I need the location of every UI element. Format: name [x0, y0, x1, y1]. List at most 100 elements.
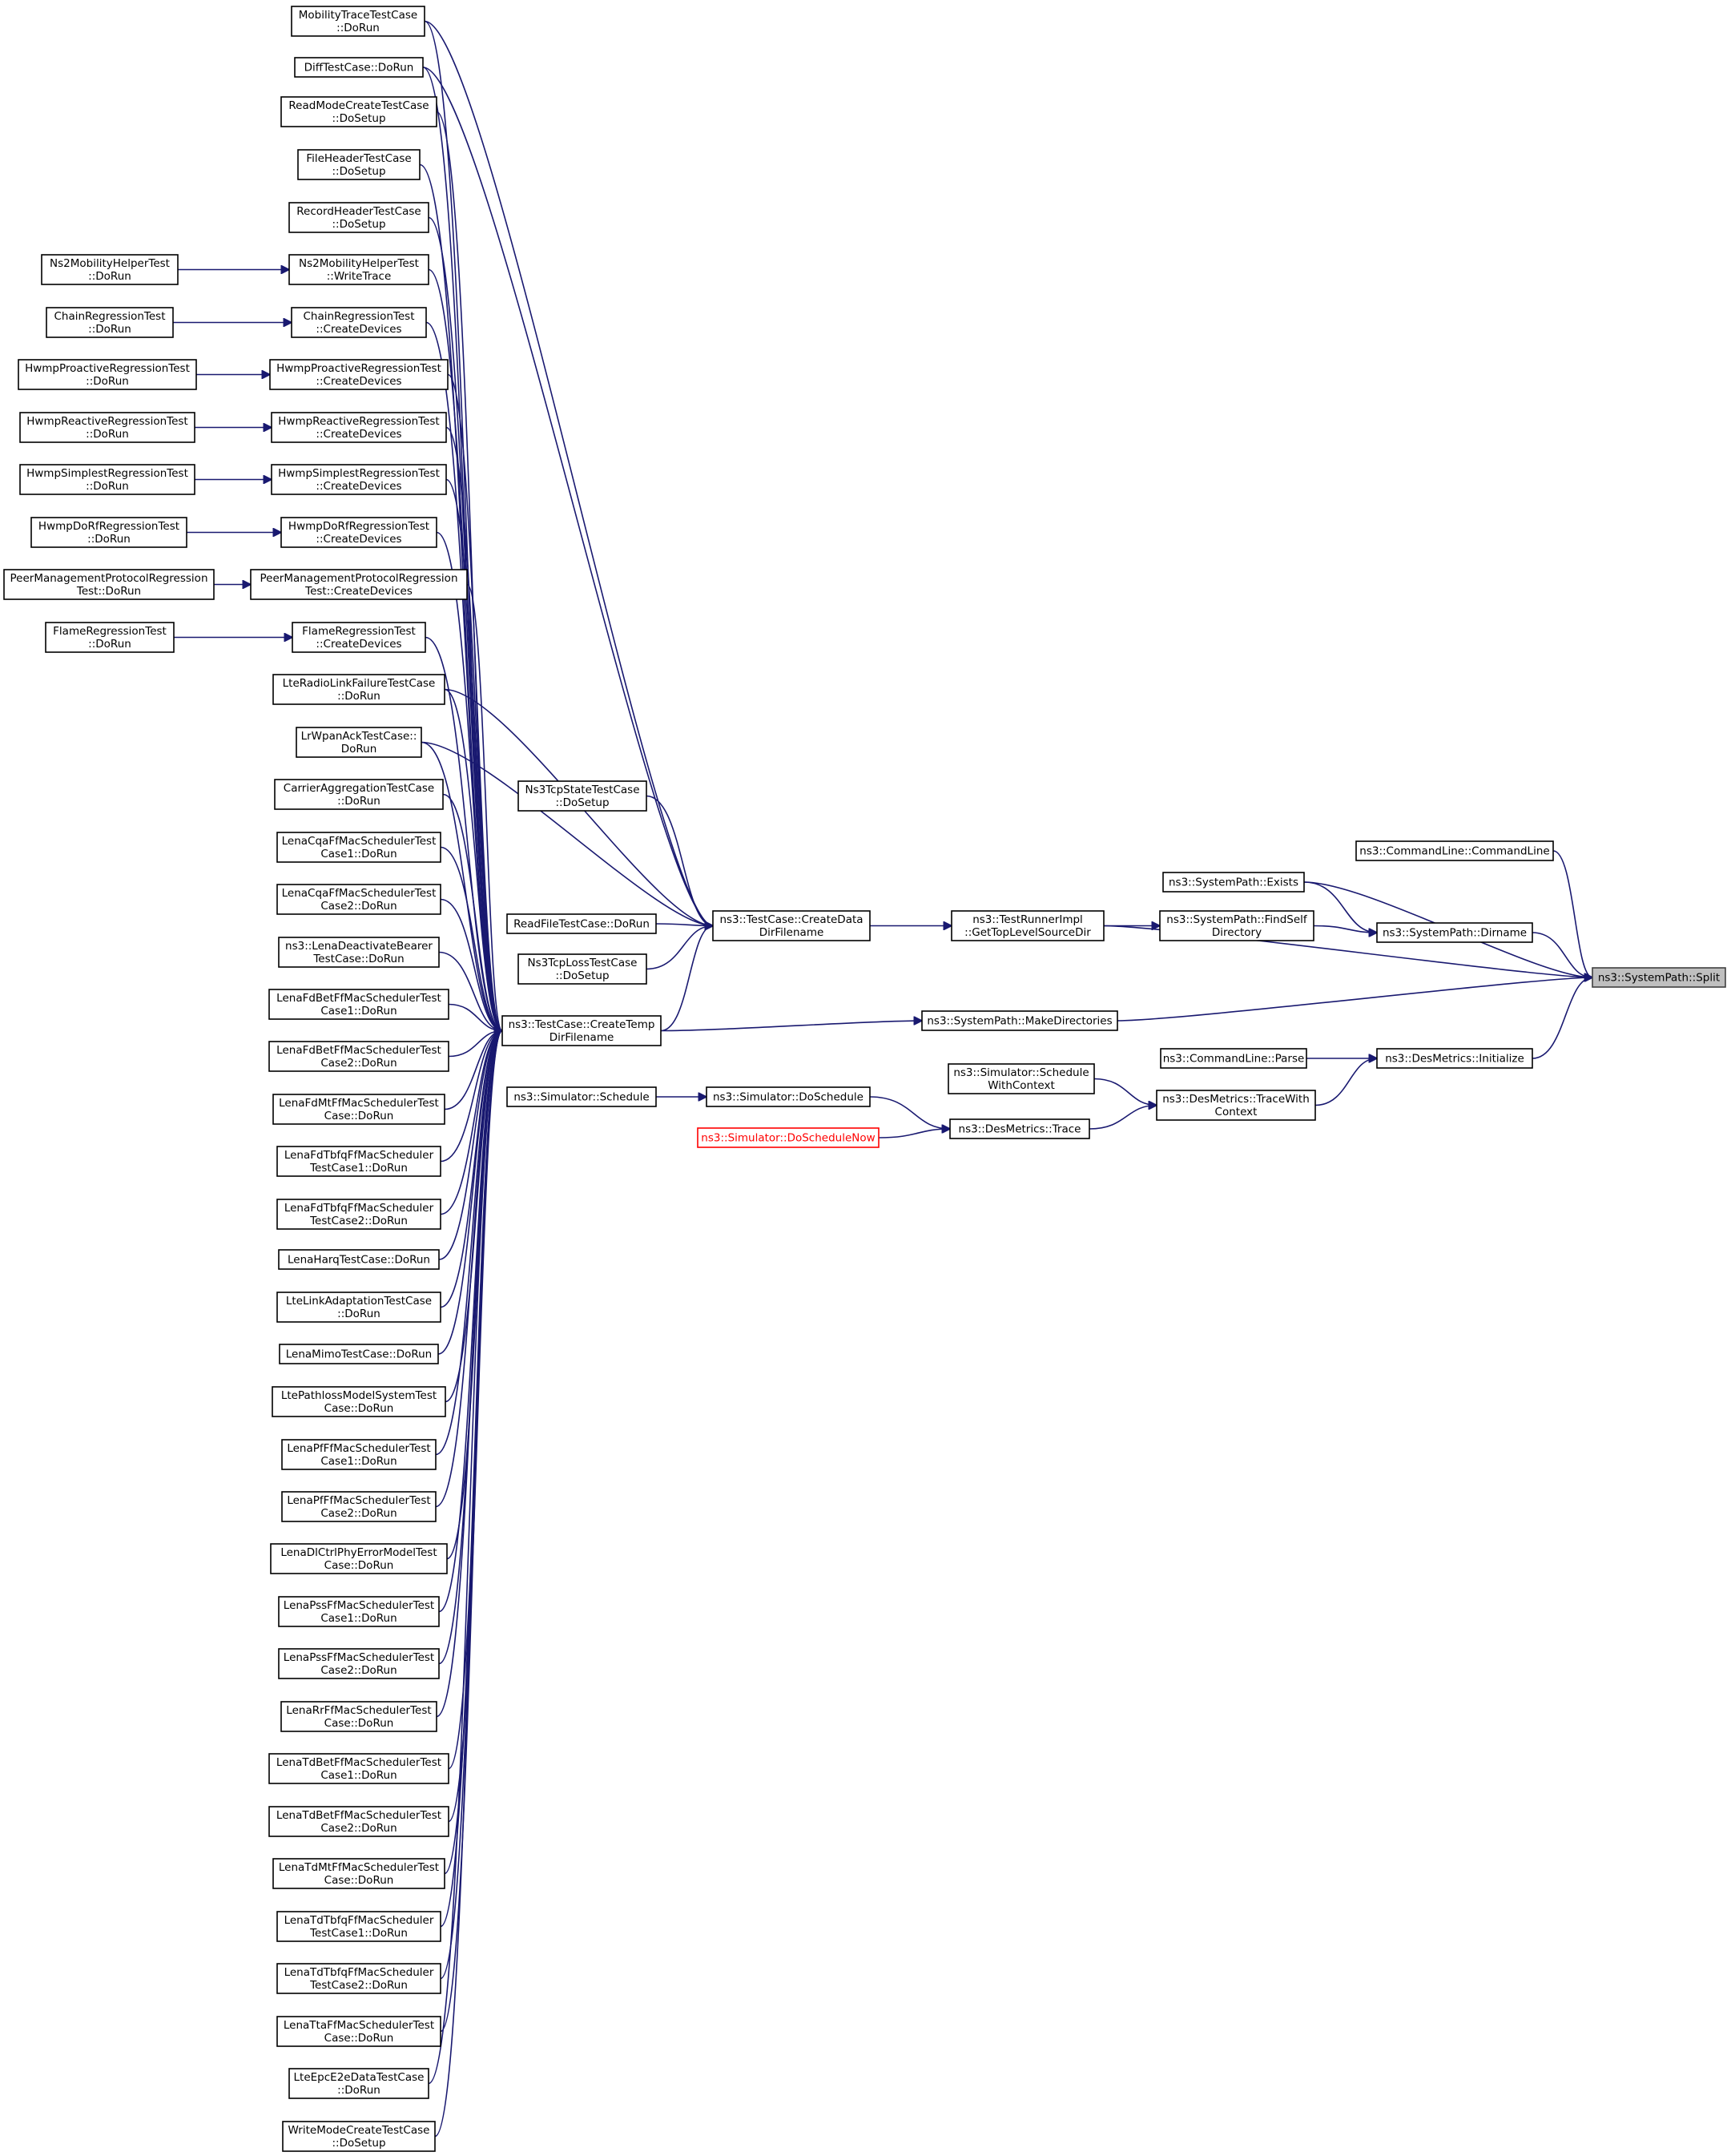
node-box — [291, 6, 425, 37]
node-label: TestCase1::DoRun — [309, 1927, 408, 1940]
node-hdcd[interactable]: HwmpDoRfRegressionTest::CreateDevices — [280, 517, 437, 548]
node-harq[interactable]: LenaHarqTestCase::DoRun — [278, 1249, 440, 1270]
node-lterlf[interactable]: LteRadioLinkFailureTestCase::DoRun — [272, 674, 445, 705]
node-ltelink[interactable]: LteLinkAdaptationTestCase::DoRun — [276, 1292, 441, 1323]
node-label: PeerManagementProtocolRegression — [260, 572, 458, 585]
node-makedirs[interactable]: ns3::SystemPath::MakeDirectories — [921, 1010, 1118, 1031]
node-label: Case2::DoRun — [320, 1507, 397, 1520]
edge-lrwpan-to-createdata — [421, 741, 713, 926]
node-label: ::DoRun — [337, 2084, 380, 2097]
node-label: ::DoSetup — [555, 969, 609, 982]
node-label: ns3::CommandLine::Parse — [1163, 1053, 1305, 1066]
node-hddr[interactable]: HwmpDoRfRegressionTest::DoRun — [30, 517, 187, 548]
node-label: LrWpanAckTestCase:: — [301, 730, 417, 743]
node-box — [272, 1386, 446, 1417]
node-label: LenaCqaFfMacSchedulerTest — [282, 835, 437, 848]
node-cmdline[interactable]: ns3::CommandLine::CommandLine — [1355, 840, 1554, 861]
node-label: Case::DoRun — [324, 1717, 394, 1730]
node-dirname[interactable]: ns3::SystemPath::Dirname — [1376, 922, 1533, 943]
node-hpcd[interactable]: HwmpProactiveRegressionTest::CreateDevic… — [269, 359, 449, 390]
node-hrcd[interactable]: HwmpReactiveRegressionTest::CreateDevice… — [271, 412, 447, 443]
node-box — [288, 202, 429, 233]
node-label: Case1::DoRun — [320, 1769, 397, 1782]
node-label: LteRadioLinkFailureTestCase — [283, 677, 436, 690]
node-lrwpan[interactable]: LrWpanAckTestCase::DoRun — [296, 727, 422, 758]
node-readfile[interactable]: ReadFileTestCase::DoRun — [506, 913, 657, 934]
node-chaincd[interactable]: ChainRegressionTest::CreateDevices — [291, 307, 427, 338]
node-ns2wt[interactable]: Ns2MobilityHelperTest::WriteTrace — [288, 254, 429, 285]
node-mobtrace[interactable]: MobilityTraceTestCase::DoRun — [291, 6, 425, 37]
edge-gettop-to-split — [1103, 925, 1592, 978]
node-label: Ns2MobilityHelperTest — [50, 257, 170, 270]
node-box — [269, 359, 449, 390]
node-carrier[interactable]: CarrierAggregationTestCase::DoRun — [274, 779, 444, 810]
node-dosched[interactable]: ns3::Simulator::DoSchedule — [706, 1086, 871, 1107]
node-trace[interactable]: ns3::DesMetrics::Trace — [949, 1118, 1090, 1139]
node-chaindr[interactable]: ChainRegressionTest::DoRun — [46, 307, 174, 338]
edge-createtemp-to-createdata — [660, 926, 713, 1032]
node-fldr[interactable]: FlameRegressionTest::DoRun — [45, 622, 175, 653]
node-tcpstate[interactable]: Ns3TcpStateTestCase::DoSetup — [517, 780, 647, 812]
node-box — [268, 1041, 449, 1072]
node-doschednow[interactable]: ns3::Simulator::DoScheduleNow — [697, 1127, 880, 1148]
node-mimo[interactable]: LenaMimoTestCase::DoRun — [279, 1344, 439, 1364]
edge-makedirs-to-split — [1117, 977, 1592, 1022]
node-box — [46, 307, 174, 338]
node-pmcd[interactable]: PeerManagementProtocolRegressionTest::Cr… — [250, 569, 468, 600]
node-rechdr[interactable]: RecordHeaderTestCase::DoSetup — [288, 202, 429, 233]
node-tcploss[interactable]: Ns3TcpLossTestCase::DoSetup — [517, 953, 647, 985]
node-pmdr[interactable]: PeerManagementProtocolRegressionTest::Do… — [3, 569, 215, 600]
node-label: Directory — [1212, 926, 1262, 939]
node-ns2dr[interactable]: Ns2MobilityHelperTest::DoRun — [41, 254, 179, 285]
node-gettop[interactable]: ns3::TestRunnerImpl::GetTopLevelSourceDi… — [951, 910, 1105, 941]
node-split[interactable]: ns3::SystemPath::Split — [1592, 967, 1726, 988]
node-parse[interactable]: ns3::CommandLine::Parse — [1160, 1048, 1307, 1069]
node-label: DirFilename — [549, 1031, 614, 1044]
node-box — [278, 937, 440, 968]
node-label: LenaTdMtFfMacSchedulerTest — [279, 1861, 439, 1874]
node-epc[interactable]: LteEpcE2eDataTestCase::DoRun — [288, 2068, 429, 2099]
node-exists[interactable]: ns3::SystemPath::Exists — [1162, 872, 1305, 893]
node-difftc[interactable]: DiffTestCase::DoRun — [294, 57, 424, 78]
node-writemode[interactable]: WriteModeCreateTestCase::DoSetup — [282, 2121, 436, 2152]
node-box — [288, 254, 429, 285]
node-hsdr[interactable]: HwmpSimplestRegressionTest::DoRun — [19, 464, 195, 495]
node-hrdr[interactable]: HwmpReactiveRegressionTest::DoRun — [19, 412, 195, 443]
node-flcd[interactable]: FlameRegressionTest::CreateDevices — [292, 622, 426, 653]
edge-mimo-to-createtemp — [437, 1031, 502, 1355]
node-box — [19, 412, 195, 443]
node-readmode[interactable]: ReadModeCreateTestCase::DoSetup — [280, 96, 437, 127]
node-box — [270, 1543, 448, 1574]
node-sched[interactable]: ns3::Simulator::Schedule — [506, 1086, 657, 1107]
node-filehdr[interactable]: FileHeaderTestCase::DoSetup — [297, 149, 421, 180]
node-initialize[interactable]: ns3::DesMetrics::Initialize — [1376, 1048, 1533, 1069]
node-hpdr[interactable]: HwmpProactiveRegressionTest::DoRun — [18, 359, 197, 390]
node-hscd[interactable]: HwmpSimplestRegressionTest::CreateDevice… — [271, 464, 447, 495]
